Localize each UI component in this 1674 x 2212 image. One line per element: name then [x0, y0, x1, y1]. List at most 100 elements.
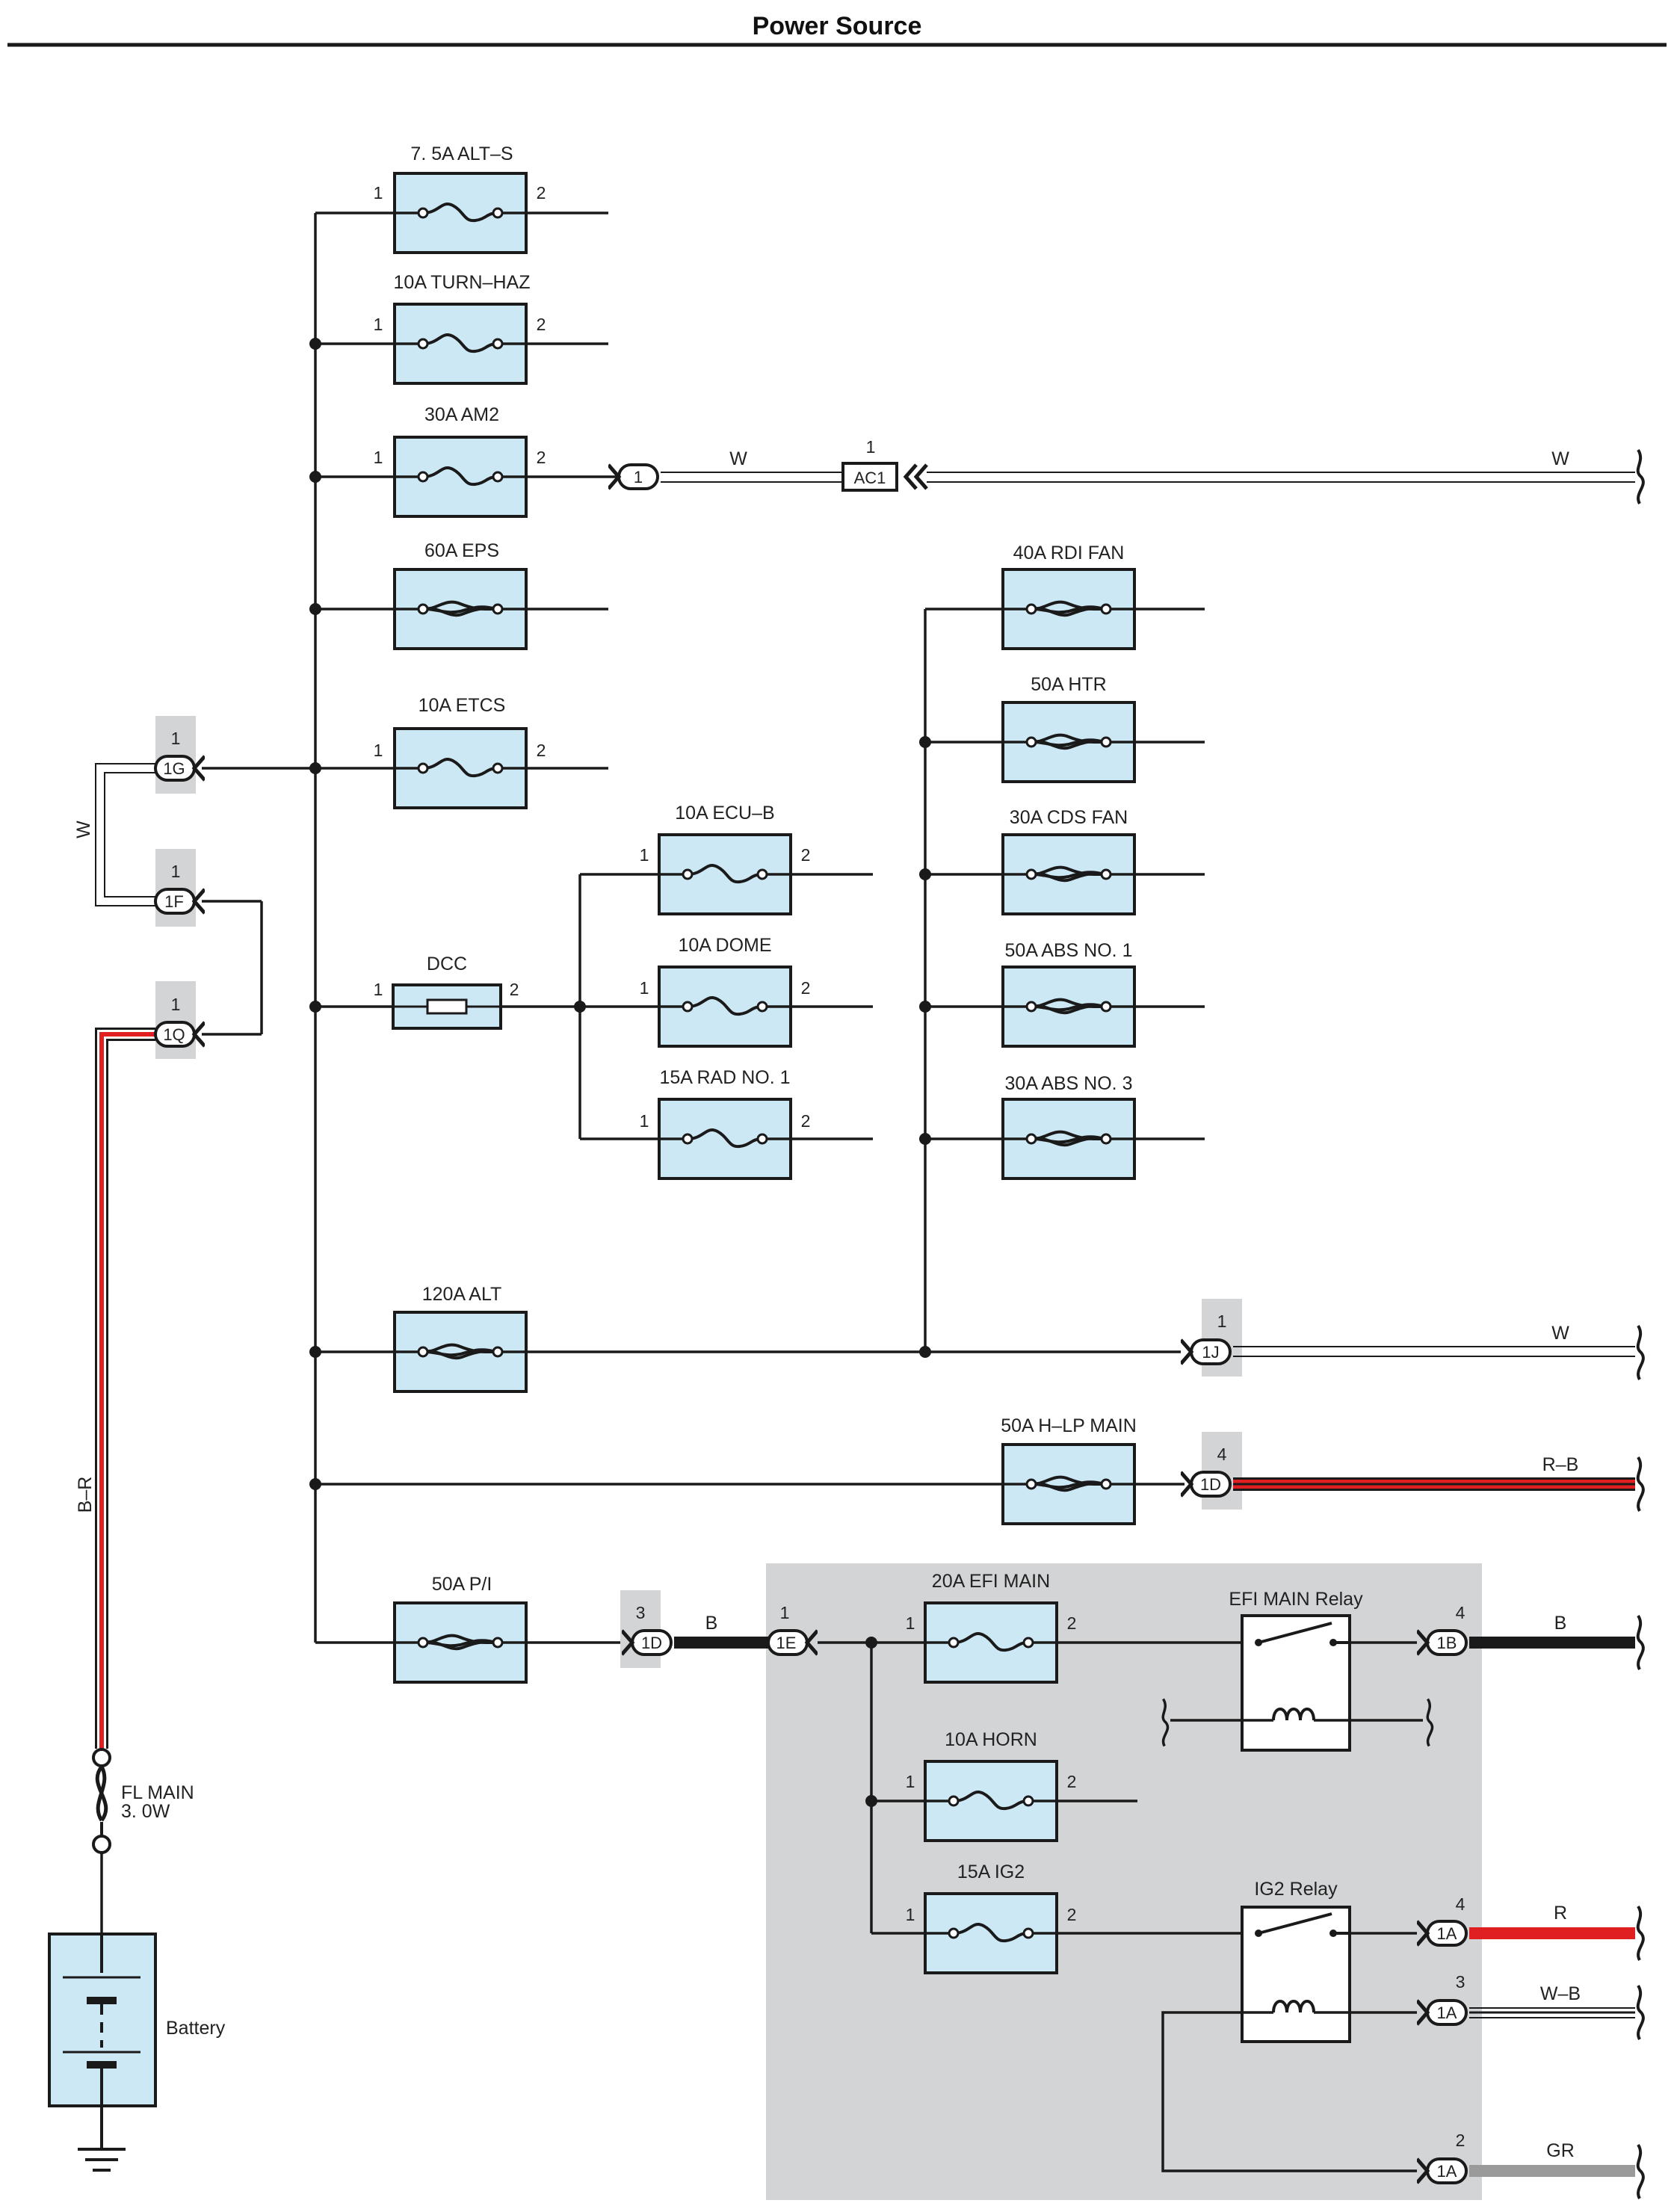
fuse-pin2-etcs: 2 [537, 741, 546, 760]
connector-pin-1g: 1 [171, 729, 181, 748]
fl-main-rating: 3. 0W [121, 1801, 170, 1822]
fuse-label-abs3: 30A ABS NO. 3 [1005, 1073, 1133, 1094]
fuse-label-alt120: 120A ALT [422, 1284, 502, 1305]
connector-pin-1j: 1 [1217, 1312, 1227, 1331]
relay-ig2 [1241, 1906, 1351, 2043]
wire-b-r-base [97, 1030, 157, 1749]
connector-pin-ac1: 1 [866, 437, 876, 457]
connector-pin-1f: 1 [171, 862, 181, 881]
connector-id-1a3: 1A [1437, 2004, 1457, 2022]
page-title: Power Source [753, 12, 922, 40]
wire-b-r-outline [95, 1028, 157, 1749]
fuse-label-ig2: 15A IG2 [957, 1862, 1025, 1882]
wire-label-am2-w2: W [1551, 448, 1569, 469]
relay-label-ig2: IG2 Relay [1254, 1879, 1338, 1900]
fuse-label-abs1: 50A ABS NO. 1 [1005, 940, 1133, 961]
wire-end-ig2-gr [1636, 2143, 1645, 2200]
fuse-pin2-ecu-b: 2 [801, 845, 811, 865]
fuse-label-alt-s: 7. 5A ALT–S [410, 143, 513, 164]
fuse-pi [393, 1601, 528, 1684]
fuse-pin2-ig2: 2 [1067, 1905, 1077, 1924]
fuse-label-horn: 10A HORN [945, 1729, 1037, 1750]
fuse-pin1-alt-s: 1 [374, 183, 383, 203]
fuse-pin2-efi-main: 2 [1067, 1613, 1077, 1633]
fuse-label-am2: 30A AM2 [424, 404, 499, 425]
connector-id-1b: 1B [1437, 1634, 1457, 1652]
fuse-dome [658, 966, 792, 1048]
connector-pin-1a2: 2 [1456, 2131, 1465, 2150]
relay-block-shade [766, 1563, 1482, 2200]
fuse-label-rdi-fan: 40A RDI FAN [1013, 543, 1125, 563]
battery-label: Battery [166, 2018, 226, 2039]
wire-end-ig2-wb [1636, 1984, 1645, 2041]
wire-label-efi-b: B [1554, 1613, 1567, 1634]
connector-id-1g: 1G [163, 759, 185, 778]
wire-loop-w-inner [104, 772, 157, 898]
fuse-pin1-dome: 1 [640, 978, 649, 998]
fuse-label-etcs: 10A ETCS [418, 695, 506, 716]
wire-label-hlp-rb: R–B [1542, 1454, 1579, 1475]
fuse-label-hlp-main: 50A H–LP MAIN [1001, 1415, 1137, 1436]
connector-id-1e: 1E [776, 1634, 797, 1652]
fuse-rad1 [658, 1098, 792, 1180]
wire-end-am2 [1636, 448, 1645, 505]
fuse-label-eps: 60A EPS [424, 540, 499, 561]
wire-ig2-coil-return [1161, 2011, 1417, 2172]
fuse-label-turn-haz: 10A TURN–HAZ [394, 272, 531, 293]
wire-end-alt [1636, 1324, 1645, 1381]
fuse-ecu-b [658, 833, 792, 915]
fuse-label-htr: 50A HTR [1031, 674, 1106, 695]
fuse-abs1 [1001, 966, 1136, 1048]
wire-label-ig2-gr: GR [1546, 2140, 1575, 2161]
fuse-ig2 [924, 1892, 1058, 1974]
fuse-pin2-rad1: 2 [801, 1111, 811, 1131]
junction-dots [309, 338, 931, 1807]
connector-pin-1e: 1 [780, 1603, 790, 1622]
fuse-pin2-alt-s: 2 [537, 183, 546, 203]
fuse-pin2-dcc: 2 [510, 980, 519, 999]
connector-id-1d3: 1D [641, 1634, 662, 1652]
fuse-horn [924, 1760, 1058, 1842]
relay-label-efi-main: EFI MAIN Relay [1229, 1589, 1363, 1610]
fuse-pin1-etcs: 1 [374, 741, 383, 760]
wire-label-loop-w: W [73, 821, 94, 838]
ground-icon [78, 2106, 126, 2172]
connector-id-1f: 1F [164, 892, 184, 911]
fuse-pin2-horn: 2 [1067, 1772, 1077, 1791]
fuse-am2 [393, 436, 528, 518]
connector-ac1-arrow [903, 463, 928, 490]
connector-id-1j: 1J [1202, 1343, 1219, 1362]
wire-label-b-r: B–R [75, 1477, 96, 1513]
fuse-pin1-ecu-b: 1 [640, 845, 649, 865]
fuse-cds-fan [1001, 833, 1136, 915]
fl-main-label: FL MAIN [121, 1782, 194, 1803]
fuse-efi-main [924, 1601, 1058, 1684]
connector-pin-1a3: 3 [1456, 1972, 1465, 1992]
wire-end-ig2-r [1636, 1905, 1645, 1962]
wire-label-alt-w: W [1551, 1323, 1569, 1344]
connector-pin-1q: 1 [171, 995, 181, 1014]
fuse-hlp-main [1001, 1443, 1136, 1525]
fuse-label-efi-main: 20A EFI MAIN [932, 1571, 1050, 1592]
connector-pin-1b: 4 [1456, 1603, 1465, 1622]
fuse-pin1-efi-main: 1 [906, 1613, 915, 1633]
fuse-abs3 [1001, 1098, 1136, 1180]
wire-label-pi-b: B [705, 1613, 718, 1634]
fuse-label-rad1: 15A RAD NO. 1 [659, 1067, 790, 1088]
fl-main-fusible-link [92, 1748, 111, 1854]
connector-pin-1d4: 4 [1217, 1445, 1227, 1464]
wire-b-r-stripe [99, 1032, 157, 1749]
fuse-rdi-fan [1001, 568, 1136, 650]
fuse-pin2-dome: 2 [801, 978, 811, 998]
fuse-etcs [393, 727, 528, 809]
fuse-label-dcc: DCC [427, 954, 467, 974]
connector-id-1a4: 1A [1437, 1924, 1457, 1943]
fuse-pin1-horn: 1 [906, 1772, 915, 1791]
fuse-dcc [392, 983, 502, 1030]
wire-label-ig2-wb: W–B [1540, 1983, 1581, 2004]
connector-id-1a2: 1A [1437, 2162, 1457, 2181]
wire-label-am2-w1: W [729, 448, 747, 469]
fuse-label-pi: 50A P/I [432, 1574, 492, 1595]
fuse-pin2-turn-haz: 2 [537, 315, 546, 334]
connector-id-1: 1 [634, 468, 643, 486]
